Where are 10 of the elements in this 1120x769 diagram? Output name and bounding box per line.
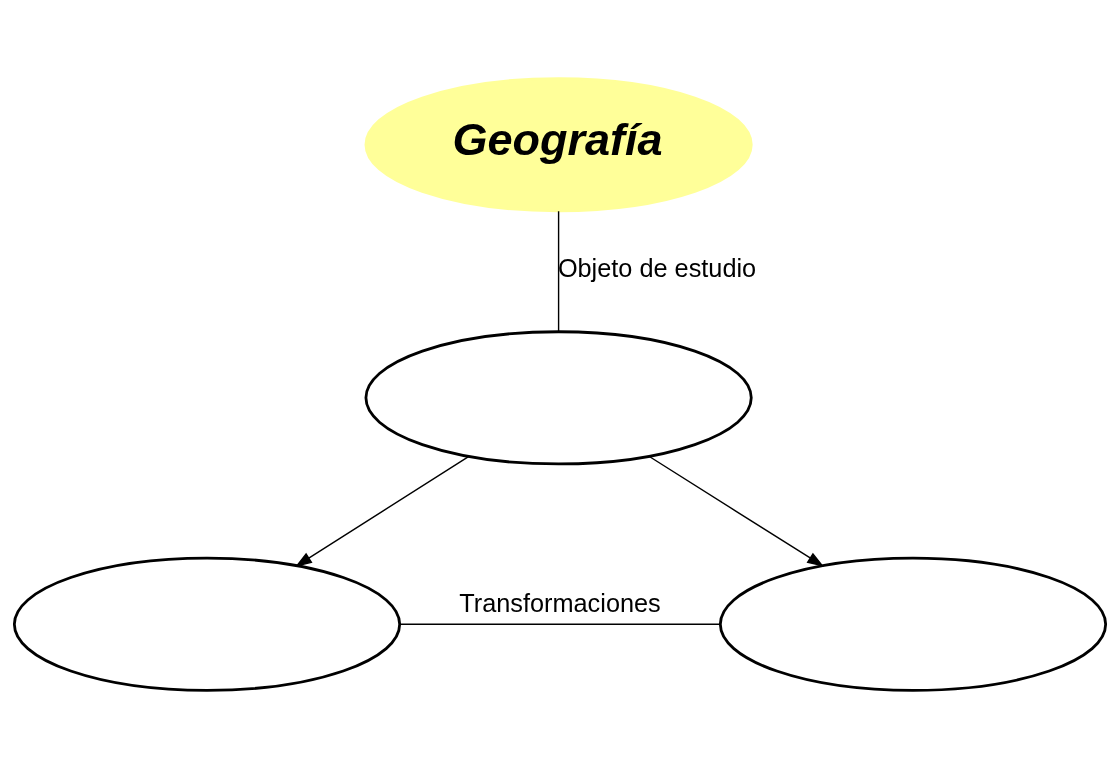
connector bbox=[399, 623, 721, 625]
edge-label: Transformaciones bbox=[459, 589, 661, 618]
arrow bbox=[295, 455, 470, 567]
arrow bbox=[648, 455, 824, 567]
node-ellipse bbox=[364, 330, 753, 466]
edge-label: Objeto de estudio bbox=[557, 254, 757, 283]
node-ellipse bbox=[718, 556, 1108, 692]
connector bbox=[557, 210, 560, 333]
node-ellipse: Geografía bbox=[364, 77, 753, 213]
node-ellipse bbox=[12, 556, 402, 692]
